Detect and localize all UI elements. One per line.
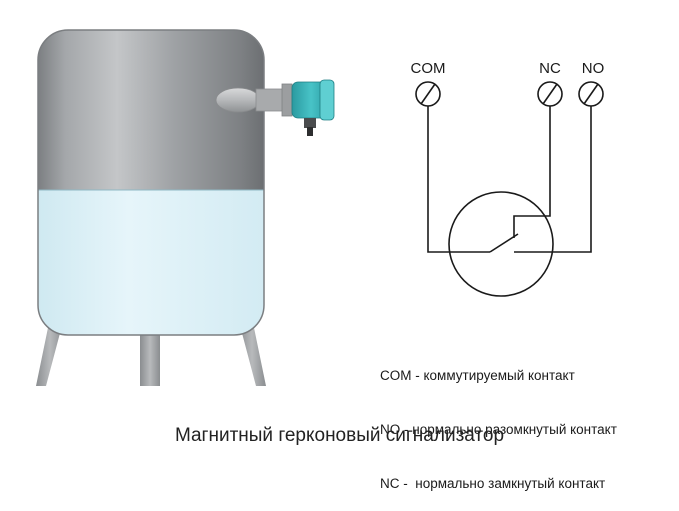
tank-leg-right xyxy=(238,318,266,386)
wire-nc xyxy=(513,106,551,238)
tank-outline xyxy=(37,29,265,336)
tank-legs xyxy=(36,318,266,386)
sensor-float xyxy=(215,87,261,113)
legend-line-com: COM - коммутируемый контакт xyxy=(380,368,575,383)
terminal-com-label: COM xyxy=(411,60,446,77)
legend-line-no: NO - нормально разомкнутый контакт xyxy=(380,422,617,437)
wire-no xyxy=(514,106,592,253)
tank xyxy=(37,29,265,336)
diagram-caption: Магнитный герконовый сигнализатор xyxy=(174,425,505,446)
sensor-cable xyxy=(307,127,313,136)
terminal-nc: NC xyxy=(537,60,563,107)
sensor-nut xyxy=(281,83,293,117)
diagram-canvas: COM NC NO xyxy=(36,29,605,386)
sensor-cable-gland xyxy=(304,118,316,128)
tank-leg-center xyxy=(140,320,160,386)
switch-blade xyxy=(489,233,519,253)
sensor-housing-cap xyxy=(319,79,335,121)
tank-liquid xyxy=(38,190,264,335)
sensor-stem xyxy=(255,88,287,112)
terminal-no: NO xyxy=(578,60,605,107)
terminal-com: COM xyxy=(411,60,446,107)
terminal-nc-label: NC xyxy=(539,60,561,77)
terminal-no-label: NO xyxy=(582,60,605,77)
reed-switch-circle xyxy=(448,191,554,297)
wiring xyxy=(427,106,592,253)
terminal-legend: COM - коммутируемый контакт NO - нормаль… xyxy=(380,331,617,511)
wire-com xyxy=(427,106,490,253)
tank-leg-left xyxy=(36,318,64,386)
reed-level-sensor xyxy=(215,79,335,136)
legend-line-nc: NC - нормально замкнутый контакт xyxy=(380,476,606,491)
